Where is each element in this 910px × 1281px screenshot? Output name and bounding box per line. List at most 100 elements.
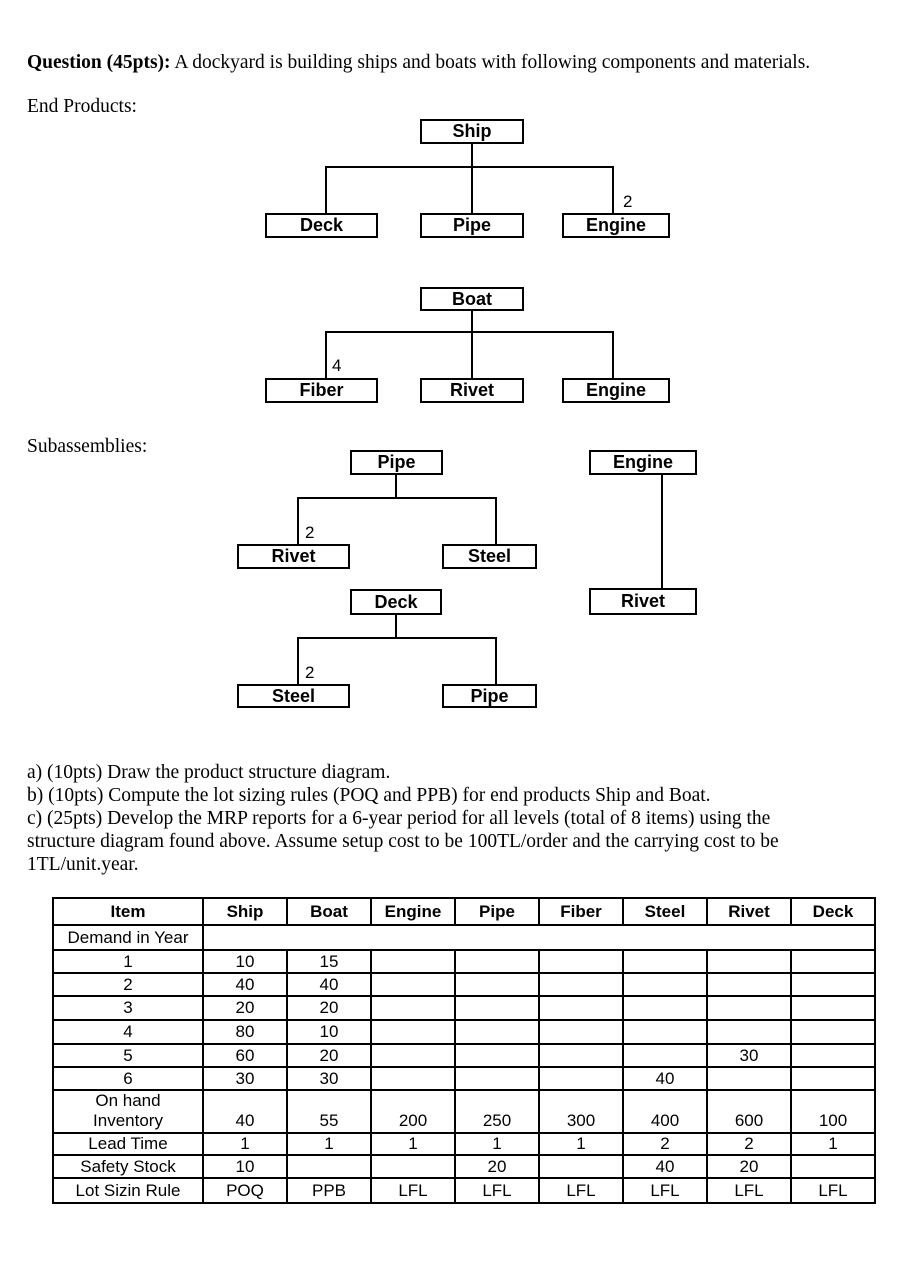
row-label: 5 <box>52 1043 204 1068</box>
connector-line <box>495 637 497 684</box>
connector-line <box>471 331 473 378</box>
connector-line <box>471 144 473 166</box>
column-header: Item <box>52 897 204 926</box>
table-cell <box>538 1019 624 1045</box>
table-cell: 1 <box>790 1132 876 1156</box>
table-cell: 30 <box>286 1066 372 1091</box>
table-cell <box>790 1066 876 1091</box>
table-cell: 15 <box>286 949 372 974</box>
connector-line <box>395 615 397 637</box>
table-cell <box>790 1154 876 1179</box>
table-cell: 30 <box>706 1043 792 1068</box>
pipe-sub-node: Pipe <box>350 450 443 475</box>
table-cell <box>454 1043 540 1068</box>
row-label: Lot Sizin Rule <box>52 1177 204 1204</box>
table-cell: 100 <box>790 1089 876 1134</box>
connector-line <box>297 637 497 639</box>
connector-line <box>325 331 327 378</box>
steel-sub-node-label: Steel <box>467 546 512 566</box>
table-cell <box>622 972 708 997</box>
boat-node-label: Boat <box>452 288 492 309</box>
rivet-sub-node: Rivet <box>237 544 350 569</box>
rivet-sub-node: Rivet <box>589 588 697 615</box>
table-cell: 1 <box>538 1132 624 1156</box>
connector-line <box>325 166 327 213</box>
column-header: Boat <box>286 897 372 926</box>
rivet-sub-node-label: Rivet <box>620 591 665 611</box>
table-cell <box>538 995 624 1021</box>
question-intro-text: A dockyard is building ships and boats w… <box>170 52 811 73</box>
table-cell: 80 <box>202 1019 288 1045</box>
table-cell <box>454 1019 540 1045</box>
engine-node: Engine <box>562 213 670 238</box>
pipe-sub-node-label: Pipe <box>470 685 509 706</box>
rivet-node-label: Rivet <box>449 380 494 400</box>
question-line-c: c) (25pts) Develop the MRP reports for a… <box>27 808 771 829</box>
table-cell <box>370 995 456 1021</box>
quantity-label: 2 <box>623 192 633 211</box>
table-cell: 1 <box>202 1132 288 1156</box>
column-header: Engine <box>370 897 456 926</box>
table-cell <box>790 949 876 974</box>
table-cell: 2 <box>706 1132 792 1156</box>
table-cell <box>538 949 624 974</box>
question-items: a) (10pts) Draw the product structure di… <box>27 761 779 876</box>
question-line-b: b) (10pts) Compute the lot sizing rules … <box>27 785 711 806</box>
question-line-a: a) (10pts) Draw the product structure di… <box>27 762 391 783</box>
quantity-label: 2 <box>305 663 315 682</box>
subassemblies-label: Subassemblies: <box>27 436 148 457</box>
row-label: Safety Stock <box>52 1154 204 1179</box>
table-cell <box>538 972 624 997</box>
table-cell: 55 <box>286 1089 372 1134</box>
deck-node-label: Deck <box>299 215 344 235</box>
table-cell: 40 <box>286 972 372 997</box>
table-cell <box>706 995 792 1021</box>
engine-node-label: Engine <box>585 215 646 235</box>
rivet-node: Rivet <box>420 378 524 403</box>
table-cell: LFL <box>790 1177 876 1204</box>
column-header: Fiber <box>538 897 624 926</box>
table-cell: LFL <box>370 1177 456 1204</box>
boat-node: Boat <box>420 287 524 311</box>
table-cell: 60 <box>202 1043 288 1068</box>
table-cell <box>622 949 708 974</box>
table-cell: 10 <box>202 949 288 974</box>
column-header: Deck <box>790 897 876 926</box>
table-cell: 20 <box>706 1154 792 1179</box>
table-cell <box>370 1066 456 1091</box>
table-cell <box>706 1019 792 1045</box>
table-cell: 40 <box>202 1089 288 1134</box>
rivet-sub-node-label: Rivet <box>271 546 316 566</box>
connector-line <box>297 497 299 544</box>
end-products-label: End Products: <box>27 96 137 117</box>
quantity-label: 4 <box>332 356 342 375</box>
table-cell <box>286 1154 372 1179</box>
engine-node-label: Engine <box>585 380 646 400</box>
table-cell <box>454 1066 540 1091</box>
row-label: 2 <box>52 972 204 997</box>
table-cell: LFL <box>706 1177 792 1204</box>
table-cell: 30 <box>202 1066 288 1091</box>
ship-node: Ship <box>420 119 524 144</box>
column-header: Pipe <box>454 897 540 926</box>
ship-node-label: Ship <box>452 121 492 141</box>
pipe-node-label: Pipe <box>452 215 491 235</box>
table-cell: 20 <box>286 995 372 1021</box>
deck-node: Deck <box>265 213 378 238</box>
column-header: Steel <box>622 897 708 926</box>
table-cell <box>454 949 540 974</box>
table-cell <box>706 949 792 974</box>
pipe-node: Pipe <box>420 213 524 238</box>
table-cell: LFL <box>454 1177 540 1204</box>
table-cell <box>370 1043 456 1068</box>
steel-sub-node: Steel <box>442 544 537 569</box>
